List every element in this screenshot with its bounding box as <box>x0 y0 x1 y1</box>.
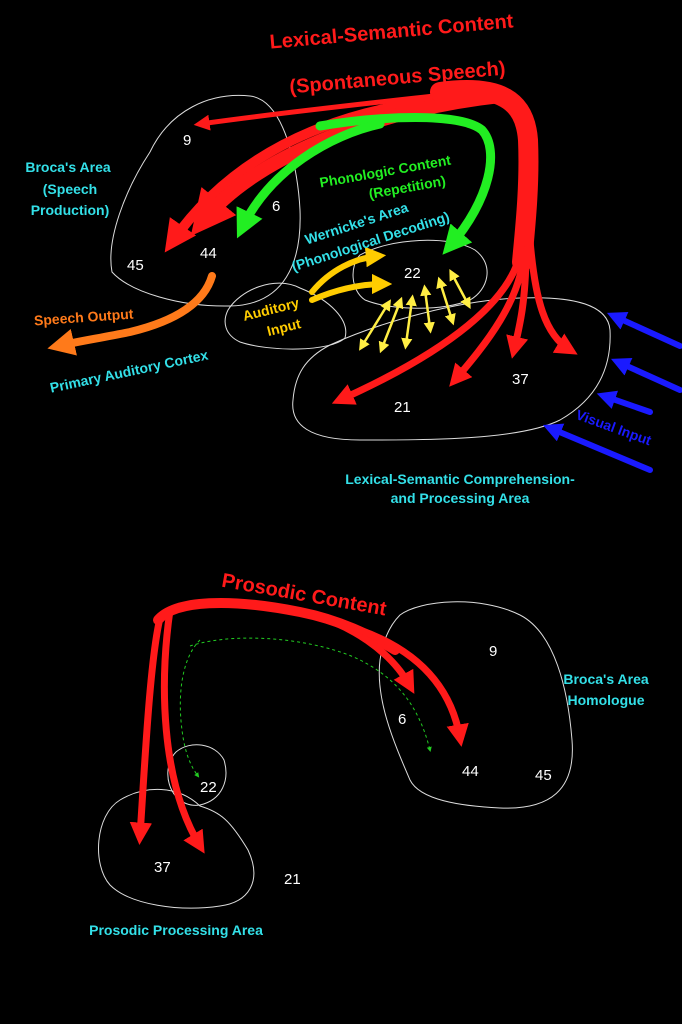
area-number-21: 21 <box>284 871 301 888</box>
bidir-arrow <box>449 269 471 309</box>
dashed-green-arrows <box>179 637 432 778</box>
lexical-title-line1: Lexical-Semantic Content <box>269 10 515 53</box>
bidir-arrow <box>436 276 456 326</box>
broca-label-line1: Broca's Area <box>25 159 111 175</box>
lexical-arrow-to-37a <box>506 246 530 359</box>
bidir-arrow <box>378 296 404 354</box>
speech-output-arrow <box>47 272 216 356</box>
bidirectional-arrows <box>359 269 471 354</box>
area-number-21: 21 <box>394 399 411 416</box>
prosodic-arrows <box>129 598 469 854</box>
bidir-arrow <box>401 294 417 350</box>
broca-homologue-region <box>378 601 573 809</box>
dashed-arrow-to-22 <box>179 639 201 778</box>
area-number-22: 22 <box>200 779 217 796</box>
auditory-arrow-lower <box>309 273 393 303</box>
dashed-arrow-to-44 <box>189 637 432 752</box>
broca-homologue-line1: Broca's Area <box>563 671 649 687</box>
broca-label-line2: (Speech <box>43 181 97 197</box>
area-number-37: 37 <box>154 859 171 876</box>
phonologic-arrow-to-22 <box>315 113 496 255</box>
auditory-arrow-upper <box>309 246 387 295</box>
lexical-arrow-to-22 <box>449 246 528 387</box>
area-number-9: 9 <box>183 132 191 149</box>
phonologic-arrow-to-44 <box>236 119 385 239</box>
comprehension-label-line2: and Processing Area <box>391 490 530 506</box>
area-number-45: 45 <box>535 767 552 784</box>
prosodic-processing-region <box>98 789 255 909</box>
visual-input-arrows <box>542 312 682 473</box>
visual-arrow <box>542 423 653 473</box>
area-number-44: 44 <box>200 245 217 262</box>
primary-auditory-cortex-label: Primary Auditory Cortex <box>48 346 209 395</box>
prosodic-arrow-to-6 <box>306 610 415 694</box>
lexical-arrow-to-37b <box>526 236 578 355</box>
comprehension-label-line1: Lexical-Semantic Comprehension- <box>345 471 575 487</box>
broca-area-region <box>110 94 301 307</box>
area-number-22: 22 <box>404 265 421 282</box>
prosodic-arrow-to-44 <box>356 626 469 747</box>
area-number-6: 6 <box>398 711 406 728</box>
area-number-6: 6 <box>272 198 280 215</box>
lexical-arrow-trunk <box>430 80 539 272</box>
visual-arrow <box>596 390 653 415</box>
phonologic-arrows <box>236 113 496 255</box>
prosodic-area-label: Prosodic Processing Area <box>89 922 263 938</box>
bidir-arrow <box>420 284 435 334</box>
lexical-arrow-to-21 <box>331 236 526 405</box>
visual-arrow <box>607 312 682 349</box>
area-number-37: 37 <box>512 371 529 388</box>
broca-label-line3: Production) <box>31 202 110 218</box>
prosodic-arrow-to-37b <box>160 606 205 854</box>
auditory-input-line2: Input <box>265 315 302 339</box>
speech-output-label: Speech Output <box>33 306 134 329</box>
visual-arrow <box>611 357 682 393</box>
area-number-45: 45 <box>127 257 144 274</box>
area-number-9: 9 <box>489 643 497 660</box>
auditory-input-arrows <box>309 246 393 303</box>
area-number-44: 44 <box>462 763 479 780</box>
prosodic-arrow-to-37 <box>129 614 164 845</box>
broca-homologue-line2: Homologue <box>568 692 645 708</box>
